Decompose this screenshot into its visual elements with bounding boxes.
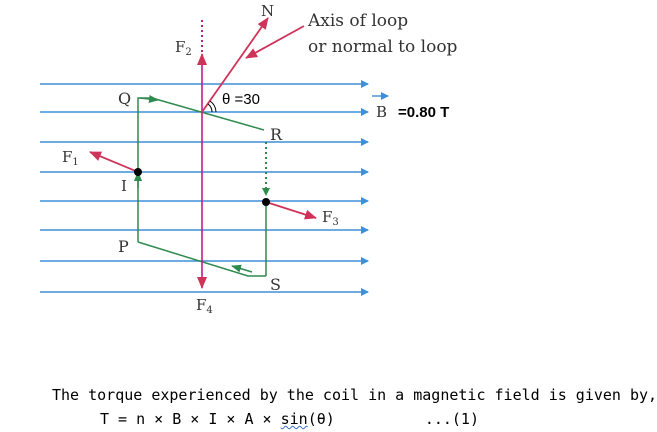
label-f3: F3 [322,208,339,228]
coil-side-sp [137,241,266,277]
equation-argument: (θ) [307,410,335,428]
axis-label-line2: or normal to loop [308,37,458,57]
current-arrow-q [139,95,159,103]
theta-arc-inner [207,103,213,113]
point-dot-i [134,168,142,176]
torque-description-text: The torque experienced by the coil in a … [52,386,657,404]
label-q: Q [118,89,131,108]
label-f4: F4 [196,296,213,316]
axis-label-line1: Axis of loop [307,11,408,31]
label-r: R [270,125,283,144]
field-lines [40,80,369,296]
equation-main: T = n × B × I × A × [100,410,281,428]
normal-line [201,17,269,113]
point-dot-s [262,198,270,206]
label-theta: θ =30 [222,91,260,108]
label-n: N [261,2,274,20]
torque-equation: T = n × B × I × A × sin(θ) ...(1) [100,410,479,428]
label-i: I [121,177,127,195]
dotted-arrowhead-rs [262,188,270,196]
equation-sin: sin [280,410,308,428]
label-b: B [376,103,387,121]
label-f2: F2 [175,38,192,58]
coil-side-pq [137,97,152,242]
axis-pointer-arrow [245,25,305,59]
coil-side-qr [151,97,265,131]
theta-arc [209,100,217,113]
force-f3-arrow [265,201,317,220]
label-p: P [118,237,129,256]
label-s: S [270,275,281,294]
force-f1-arrow [89,151,139,173]
equation-number: ...(1) [424,410,479,428]
current-arrow-bottom [231,264,253,273]
coil-loop [134,95,267,277]
label-b-value: =0.80 T [398,104,449,121]
label-f1: F1 [62,148,79,168]
